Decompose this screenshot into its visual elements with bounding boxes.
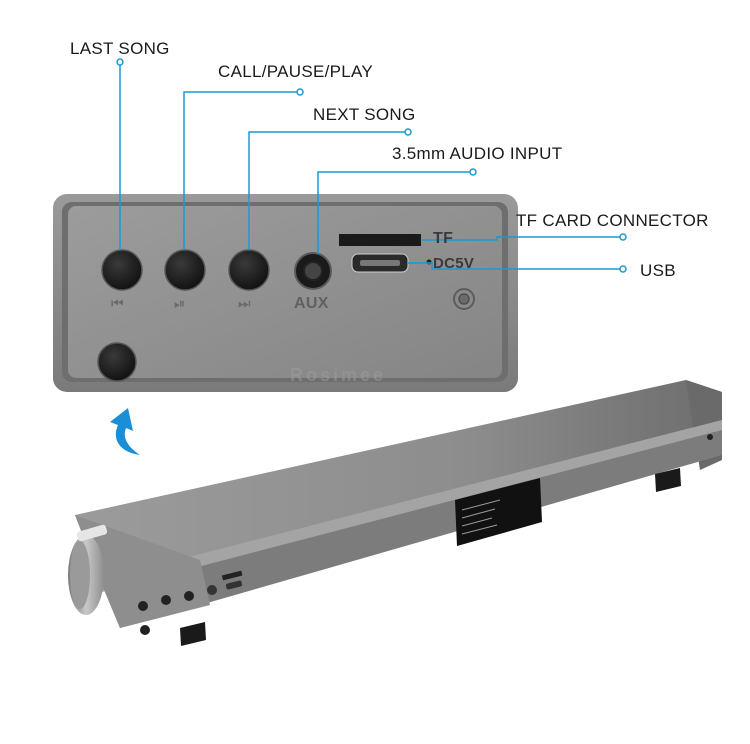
- tf-card-label: TF CARD CONNECTOR: [516, 211, 709, 230]
- soundbar: [68, 380, 722, 646]
- prev-icon: ⏮: [111, 295, 124, 311]
- soundbar-front: [100, 420, 722, 628]
- next-icon: ⏭: [238, 295, 251, 311]
- aux-jack-hole: [303, 261, 323, 281]
- watermark: Rosimee: [290, 365, 387, 385]
- usb-label: USB: [640, 261, 676, 280]
- end-button-2: [161, 595, 171, 605]
- end-button-3: [184, 591, 194, 601]
- usb-port-inner: [360, 260, 400, 266]
- callout-dots: [116, 58, 627, 273]
- play-pause-icon: ⏯: [174, 295, 186, 311]
- callout-lines: [119, 62, 623, 270]
- dc-label: DC5V: [433, 255, 475, 272]
- end-aux-jack: [207, 585, 217, 595]
- call-pause-play-label: CALL/PAUSE/PLAY: [218, 62, 374, 81]
- bottom-button: [97, 342, 137, 382]
- last-song-button: [101, 249, 143, 291]
- next-song-label: NEXT SONG: [313, 105, 416, 124]
- tf-label: TF: [433, 230, 454, 247]
- soundbar-top: [75, 380, 722, 580]
- curved-arrow-icon: [110, 408, 140, 455]
- tf-card-slot: [339, 234, 421, 246]
- callout-line-next: [248, 131, 408, 250]
- audio-input-label: 3.5mm AUDIO INPUT: [392, 144, 563, 163]
- callout-line-usb: [408, 262, 623, 270]
- next-song-button: [228, 249, 270, 291]
- soundbar-foot-left: [180, 622, 206, 646]
- callout-line-aux: [317, 171, 473, 254]
- callout-line-tf: [422, 236, 623, 241]
- last-song-label: LAST SONG: [70, 39, 170, 58]
- end-button-1: [138, 601, 148, 611]
- panel-inset: [68, 206, 502, 378]
- control-panel-closeup: [53, 194, 518, 392]
- soundbar-foot-right: [655, 468, 681, 492]
- aux-label: AUX: [294, 295, 329, 312]
- play-pause-button: [164, 249, 206, 291]
- spec-label-plate: [455, 478, 542, 546]
- callout-line-call: [183, 91, 300, 250]
